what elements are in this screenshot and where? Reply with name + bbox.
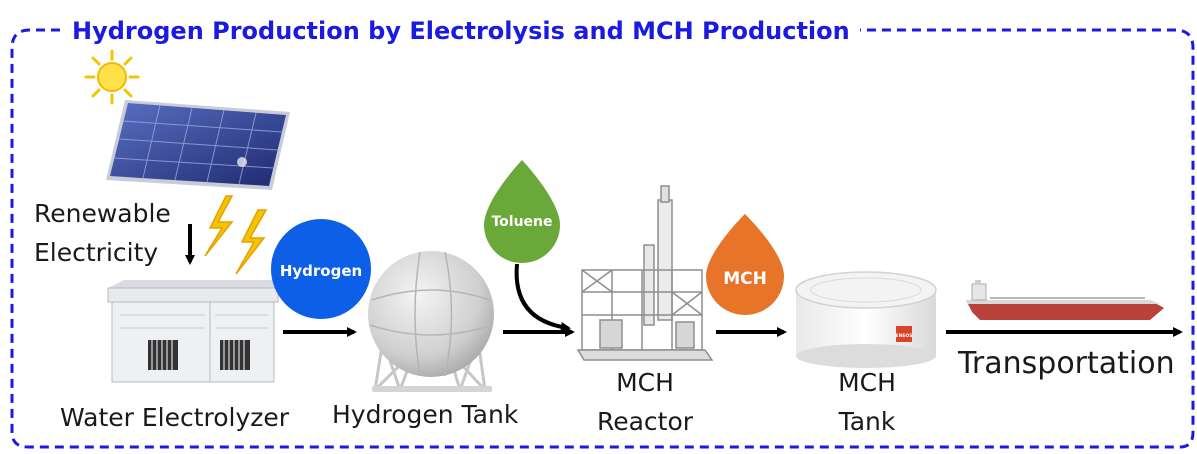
mch-reactor-label-line1: MCH: [616, 368, 674, 397]
diagram-title: Hydrogen Production by Electrolysis and …: [66, 16, 856, 46]
renewable-label-line1: Renewable: [34, 199, 171, 228]
mch-drop: MCH: [706, 214, 784, 315]
tank-logo: ENEOS: [896, 333, 913, 339]
solar-panel-icon: [106, 100, 290, 190]
water-electrolyzer-label: Water Electrolyzer: [60, 403, 290, 432]
toluene-drop: Toluene: [484, 160, 560, 263]
transportation-label: Transportation: [958, 346, 1175, 381]
mch-tank-label-line2: Tank: [838, 407, 896, 436]
renewable-label-line2: Electricity: [34, 238, 159, 267]
sun-icon: [84, 49, 140, 105]
mch-reactor-label-line2: Reactor: [596, 407, 694, 436]
tanker-ship-icon: [966, 280, 1164, 320]
electrolyzer-icon: [107, 280, 280, 383]
spherical-tank-icon: [368, 251, 494, 392]
toluene-badge-label: Toluene: [491, 214, 552, 230]
mch-tank-label-line1: MCH: [838, 368, 896, 397]
hydrogen-tank-label: Hydrogen Tank: [332, 400, 519, 429]
reactor-plant-icon: [576, 185, 714, 361]
cylindrical-tank-icon: ENEOS: [795, 271, 937, 368]
dashed-frame: [10, 28, 1195, 449]
mch-badge-label: MCH: [723, 269, 767, 289]
toluene-feed-arrow: [514, 263, 571, 332]
lightning-icon: [204, 195, 268, 275]
hydrogen-badge: Hydrogen: [271, 219, 371, 319]
hydrogen-badge-label: Hydrogen: [280, 262, 362, 280]
